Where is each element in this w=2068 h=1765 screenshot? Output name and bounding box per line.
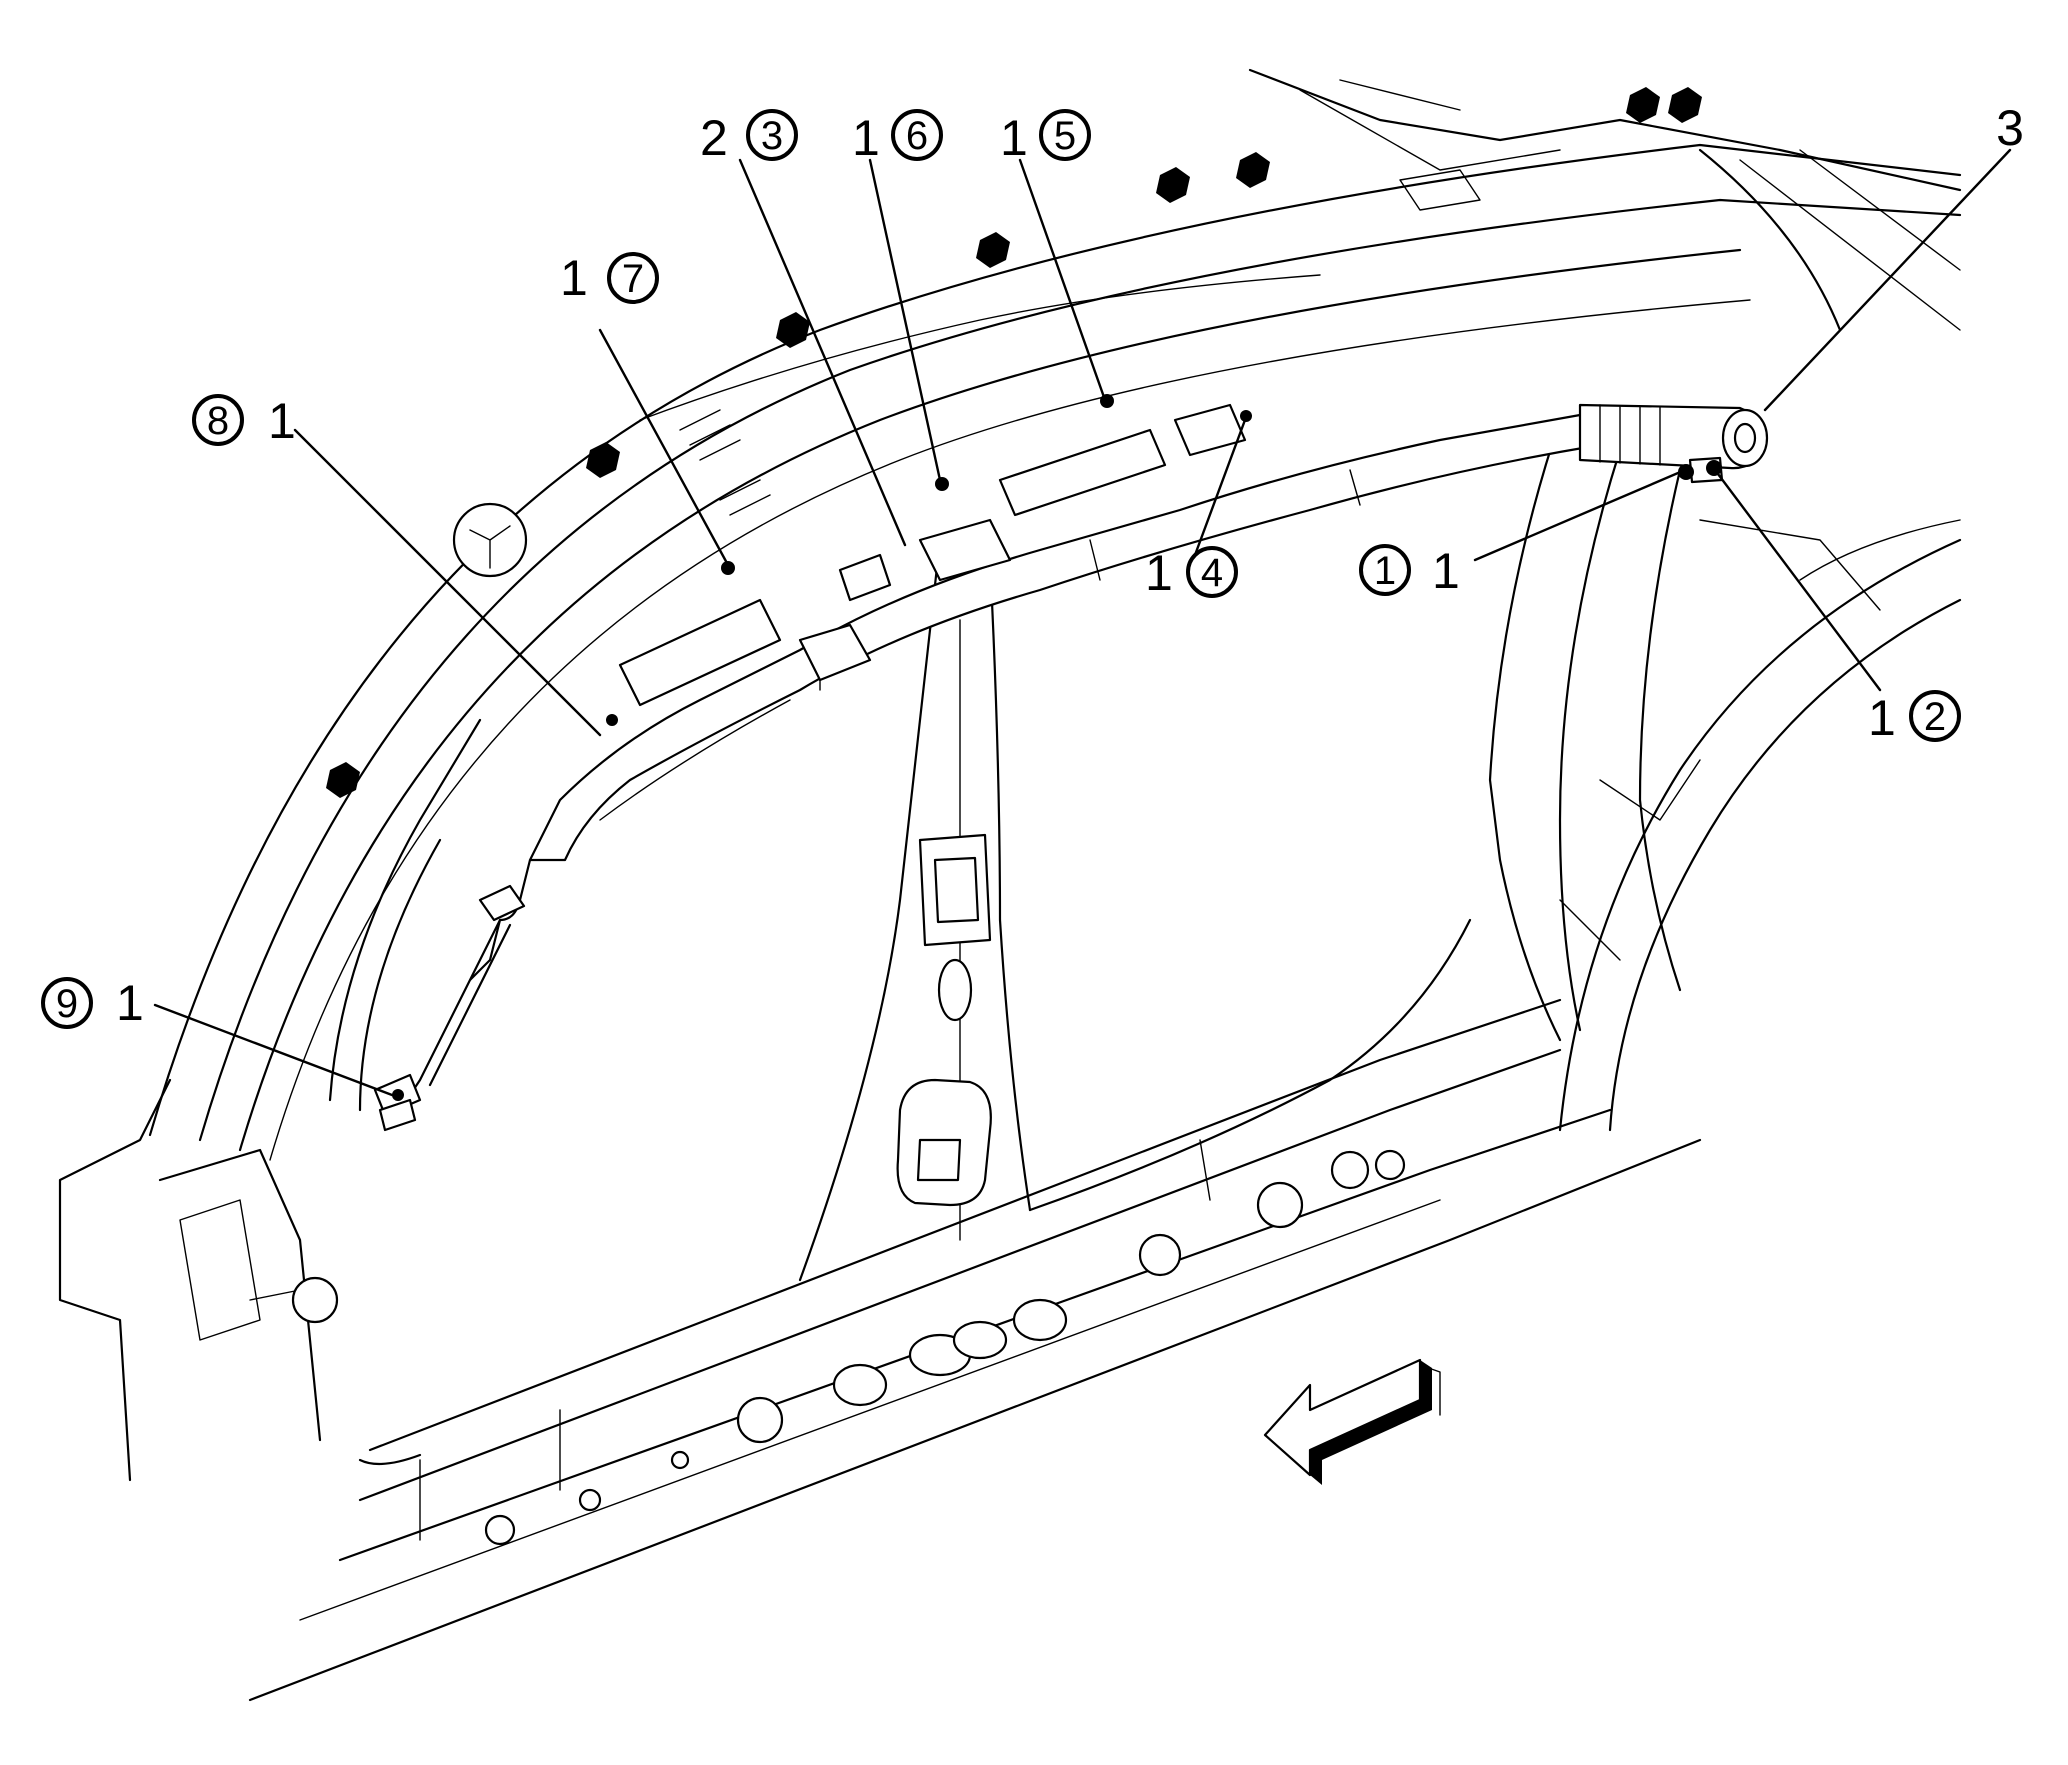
leader-lines: [153, 148, 2012, 1097]
callout-5: 1 5: [1000, 109, 1091, 166]
callout-2-qty: 1: [1868, 690, 1896, 746]
callout-1-circled: 1: [1374, 549, 1396, 593]
callout-9: 9 1: [41, 975, 144, 1031]
callout-labels: 8 1 1 7 2 3 1 6 1 5 1: [41, 100, 2024, 1031]
callout-7-qty: 1: [560, 250, 588, 306]
callout-4-circled: 4: [1201, 551, 1223, 595]
callout-3-label: 3: [1996, 100, 2024, 156]
callout-3-qty: 2: [700, 110, 728, 166]
callout-6: 1 6: [852, 109, 943, 166]
callout-1: 1 1: [1359, 543, 1460, 599]
callout-4: 1 4: [1145, 545, 1238, 601]
callout-5-qty: 1: [1000, 110, 1028, 166]
callout-8: 8 1: [192, 393, 296, 449]
callout-9-circled: 9: [56, 982, 78, 1026]
callout-6-qty: 1: [852, 110, 880, 166]
callout-8-circled: 8: [207, 399, 229, 443]
callout-2: 1 2: [1868, 690, 1961, 746]
callout-3: 2 3: [700, 109, 798, 166]
callout-1-qty: 1: [1432, 543, 1460, 599]
callout-7-circled: 7: [622, 257, 644, 301]
callout-2-circled: 2: [1924, 695, 1946, 739]
body-side-structure: [58, 68, 1962, 1702]
callout-9-qty: 1: [116, 975, 144, 1031]
callout-7: 1 7: [560, 250, 659, 306]
forward-arrow-icon: [1263, 1358, 1441, 1485]
roof-rail-airbag-module: [373, 394, 1769, 1132]
callout-5-circled: 5: [1054, 114, 1076, 158]
callout-8-qty: 1: [268, 393, 296, 449]
callout-3-circled: 3: [761, 114, 783, 158]
roof-clip-icon: [326, 87, 1702, 798]
callout-6-circled: 6: [906, 114, 928, 158]
callout-4-qty: 1: [1145, 545, 1173, 601]
